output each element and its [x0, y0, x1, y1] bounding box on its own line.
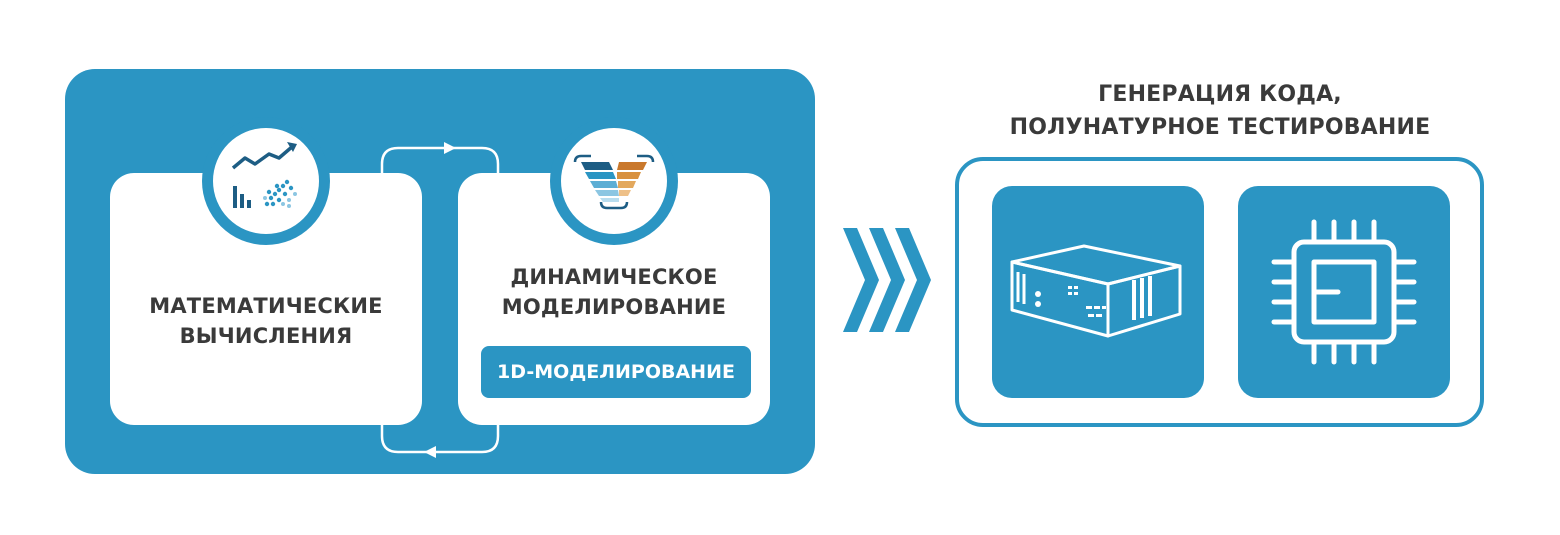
right-title-line2: ПОЛУНАТУРНОЕ ТЕСТИРОВАНИЕ [1009, 115, 1431, 140]
right-title-line1: ГЕНЕРАЦИЯ КОДА, [1098, 82, 1342, 107]
arrow-right-icon [444, 142, 456, 154]
1d-modeling-chip: 1D-МОДЕЛИРОВАНИЕ [481, 346, 751, 398]
dynamic-icon-badge [550, 117, 678, 245]
arrow-left-icon [424, 446, 436, 458]
hardware-box-icon [1010, 244, 1182, 338]
v-model-icon [573, 154, 655, 210]
dynamic-label-line1: ДИНАМИЧЕСКОЕ [510, 265, 718, 289]
math-label-line2: ВЫЧИСЛЕНИЯ [179, 324, 353, 348]
arrow-left-path [380, 420, 500, 454]
arrow-right-path [380, 146, 500, 180]
math-icon-badge [202, 117, 330, 245]
chart-analytics-icon [231, 142, 297, 208]
dynamic-label-line2: МОДЕЛИРОВАНИЕ [501, 295, 727, 319]
cycle-arrows [380, 142, 500, 458]
hardware-tile [992, 186, 1204, 398]
right-title: ГЕНЕРАЦИЯ КОДА, ПОЛУНАТУРНОЕ ТЕСТИРОВАНИ… [980, 78, 1460, 144]
math-label-line1: МАТЕМАТИЧЕСКИЕ [149, 294, 383, 318]
triple-chevron-icon [843, 228, 931, 332]
processor-chip-icon [1271, 219, 1417, 365]
math-label: МАТЕМАТИЧЕСКИЕ ВЫЧИСЛЕНИЯ [110, 291, 422, 351]
dynamic-label: ДИНАМИЧЕСКОЕ МОДЕЛИРОВАНИЕ [458, 262, 770, 322]
chip-tile [1238, 186, 1450, 398]
